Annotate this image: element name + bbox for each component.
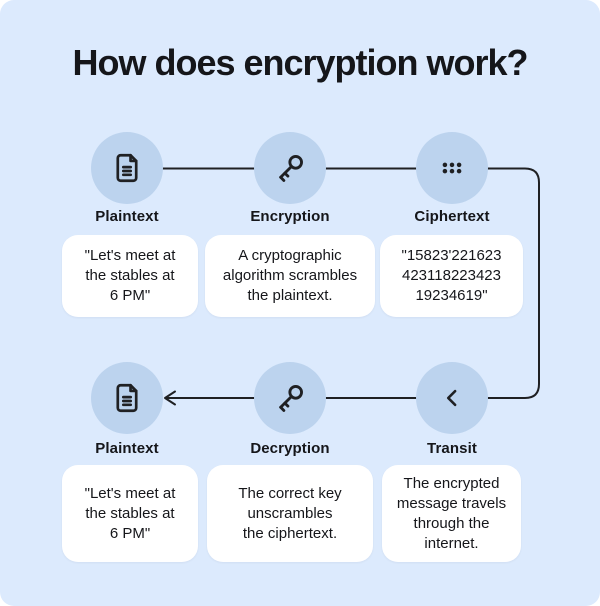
document-icon xyxy=(110,151,144,185)
decryption-card: The correct key unscrambles the cipherte… xyxy=(207,465,373,562)
page-title: How does encryption work? xyxy=(72,42,528,83)
encryption-node xyxy=(254,132,326,204)
ciphertext-card: "15823'221623 423118223423 19234619" xyxy=(380,235,523,317)
node-label-decryption: Decryption xyxy=(250,440,330,457)
plaintext-bottom-node xyxy=(91,362,163,434)
node-label-encryption: Encryption xyxy=(250,208,330,225)
transit-card: The encrypted message travels through th… xyxy=(382,465,521,562)
node-label-ciphertext: Ciphertext xyxy=(414,208,490,225)
chevron-left-icon xyxy=(437,383,467,413)
right-loop-line xyxy=(452,167,540,399)
transit-node xyxy=(416,362,488,434)
encryption-card: A cryptographic algorithm scrambles the … xyxy=(205,235,375,317)
node-label-transit: Transit xyxy=(427,440,477,457)
arrowhead-left xyxy=(164,390,176,406)
plaintext-top-card: "Let's meet at the stables at 6 PM" xyxy=(62,235,198,317)
node-label-plaintext-top: Plaintext xyxy=(95,208,159,225)
dots-icon xyxy=(435,151,469,185)
ciphertext-node xyxy=(416,132,488,204)
decryption-node xyxy=(254,362,326,434)
node-label-plaintext-bottom: Plaintext xyxy=(95,440,159,457)
plaintext-top-node xyxy=(91,132,163,204)
plaintext-bottom-card: "Let's meet at the stables at 6 PM" xyxy=(62,465,198,562)
document-icon xyxy=(110,381,144,415)
key-icon xyxy=(272,150,308,186)
key-icon xyxy=(272,380,308,416)
